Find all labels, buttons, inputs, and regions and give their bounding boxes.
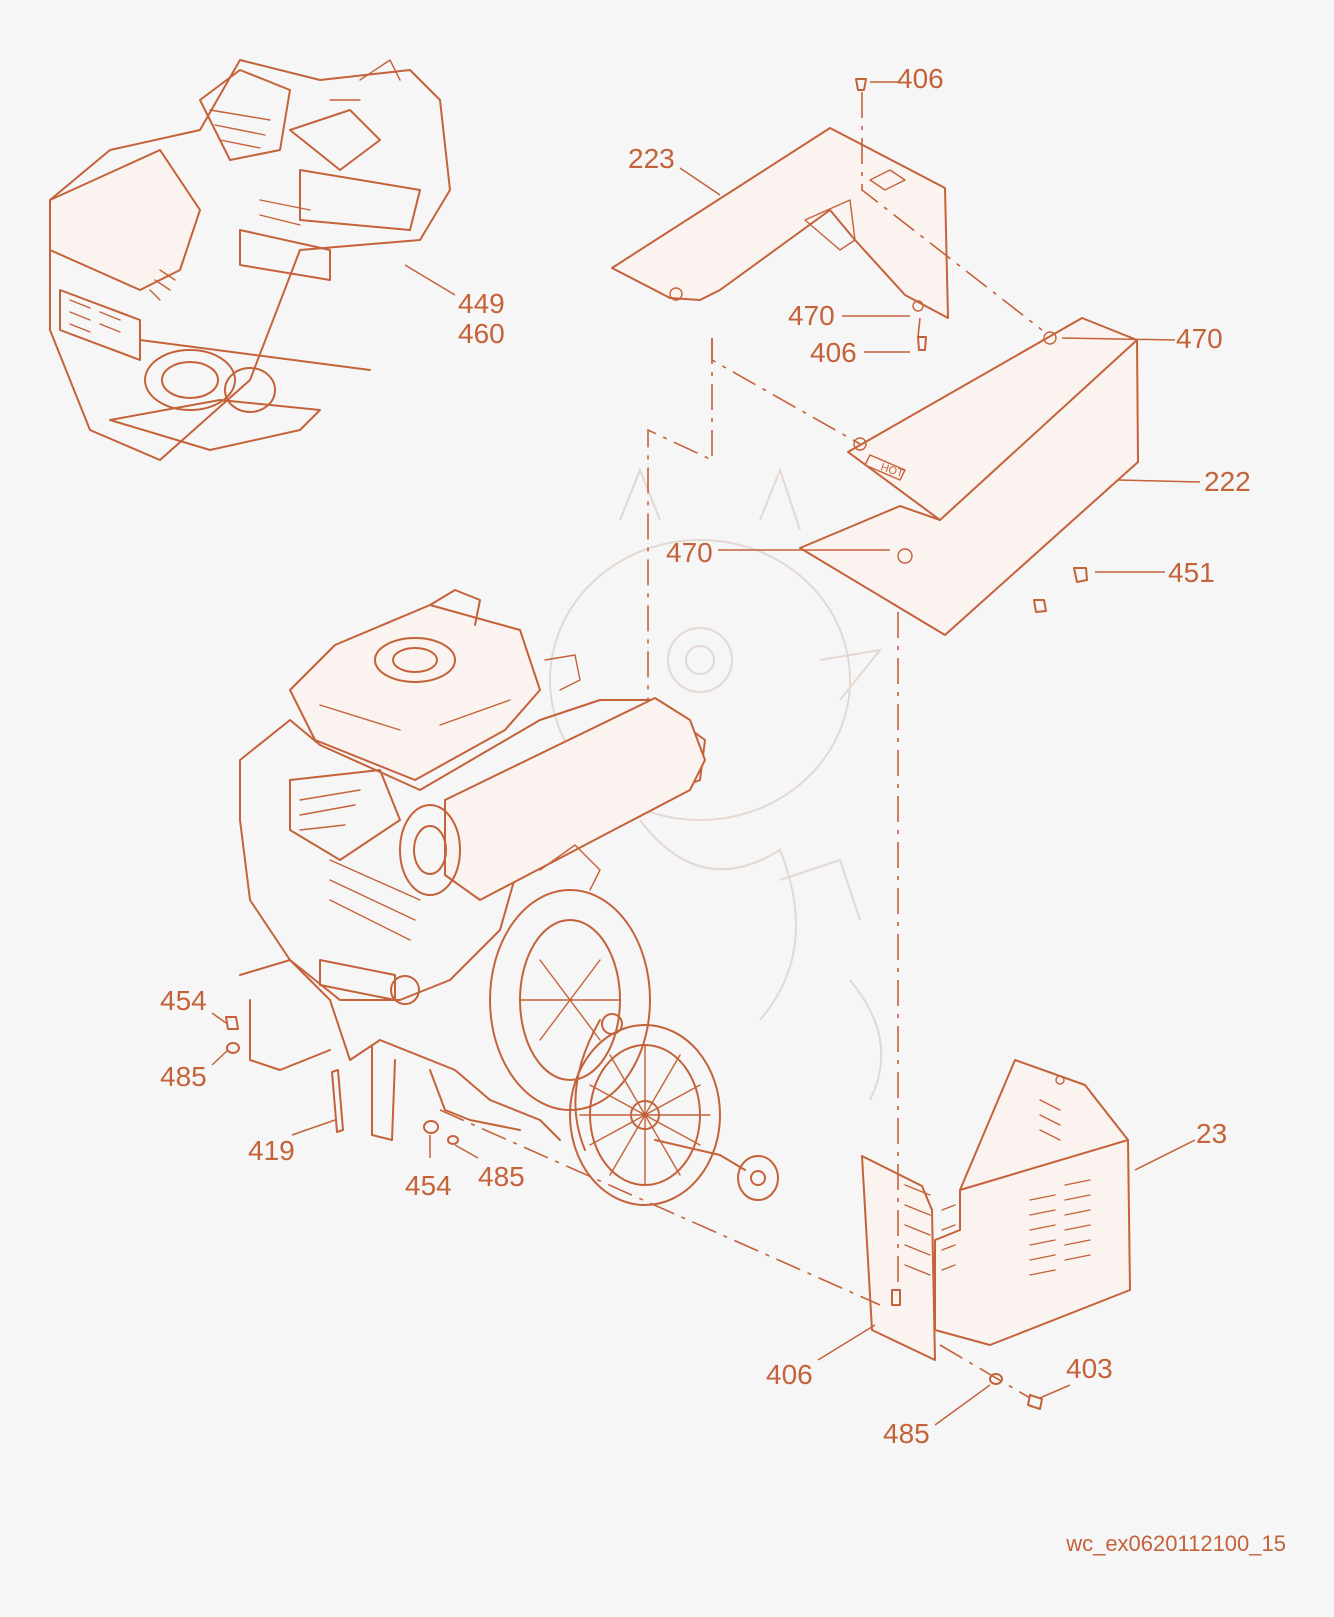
callout-454-b: 454 <box>405 1170 452 1201</box>
callout-223: 223 <box>628 143 675 174</box>
callout-406-c: 406 <box>766 1359 813 1390</box>
callout-406-b: 406 <box>810 337 857 368</box>
callout-419: 419 <box>248 1135 295 1166</box>
part-223-cover-plate <box>611 127 949 319</box>
callout-406-top: 406 <box>897 63 944 94</box>
callout-460: 460 <box>458 318 505 349</box>
callout-470-c: 470 <box>666 537 713 568</box>
drawing-reference-code: wc_ex0620112100_15 <box>1066 1531 1286 1556</box>
callout-485-c: 485 <box>883 1418 930 1449</box>
callout-449: 449 <box>458 288 505 319</box>
inset-view <box>49 59 451 461</box>
alignment-lines <box>439 92 1043 1399</box>
callout-23: 23 <box>1196 1118 1227 1149</box>
callout-470-a: 470 <box>788 300 835 331</box>
fasteners <box>225 78 1088 1410</box>
engine-assembly <box>239 589 779 1206</box>
callout-labels: 406 223 449 460 470 406 470 222 470 451 … <box>160 63 1251 1449</box>
callout-485-b: 485 <box>478 1161 525 1192</box>
callout-470-b: 470 <box>1176 323 1223 354</box>
callout-222: 222 <box>1204 466 1251 497</box>
callout-451: 451 <box>1168 557 1215 588</box>
callout-403: 403 <box>1066 1353 1113 1384</box>
callout-485-a: 485 <box>160 1061 207 1092</box>
callout-454-a: 454 <box>160 985 207 1016</box>
leader-lines <box>211 81 1201 1426</box>
part-222-shroud: HOT <box>799 317 1139 636</box>
background-watermark <box>549 467 883 1101</box>
part-23-lower-guard <box>861 1059 1131 1361</box>
